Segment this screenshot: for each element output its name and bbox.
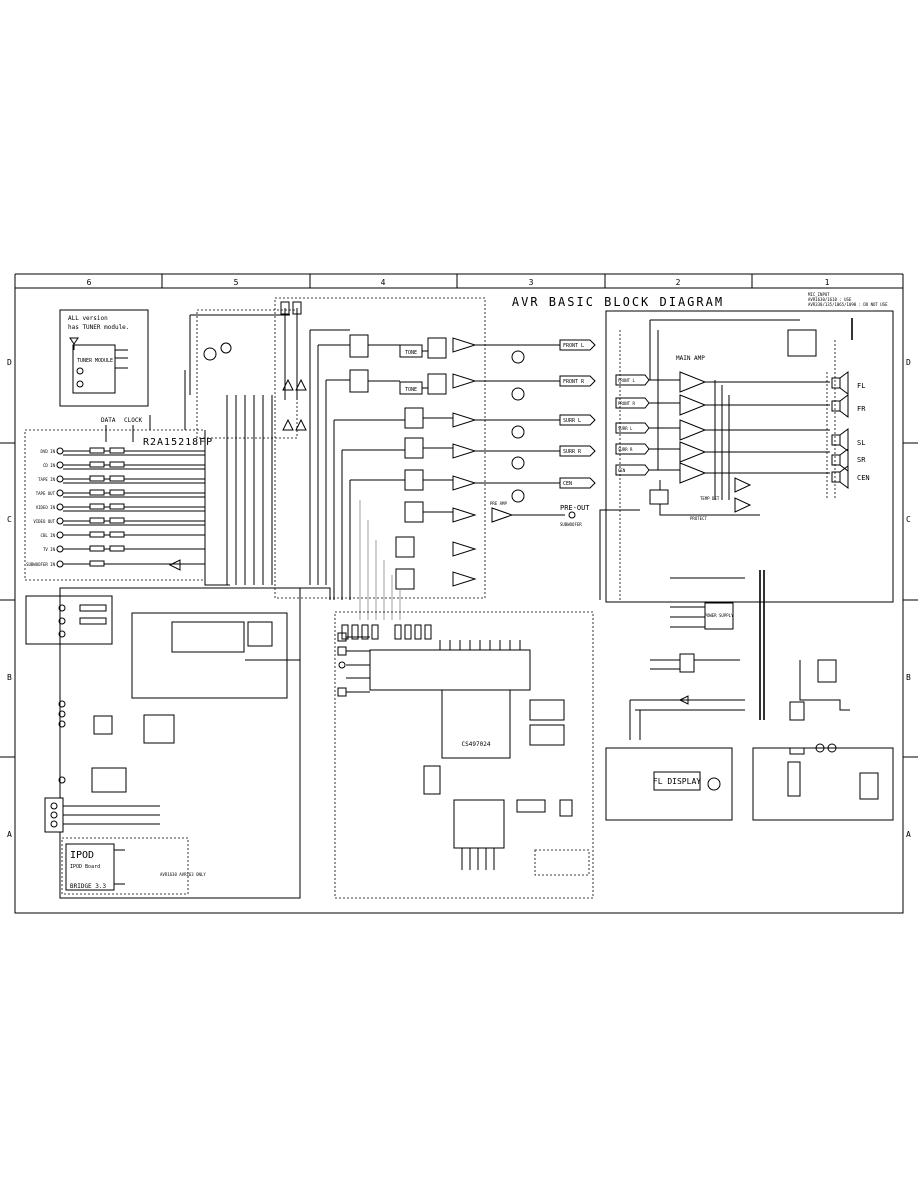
out-surr-l: SURR L (563, 418, 581, 424)
spk-sl: SL (857, 439, 865, 447)
tuner-note-box (59, 309, 149, 407)
row-c-right: C (906, 515, 911, 524)
out-front-l: FRONT L (563, 343, 584, 349)
main-amp-inputs: FRONT L FRONT R SURR L SURR R CEN (615, 374, 650, 476)
r2a-chip-label: R2A15218FP (143, 437, 213, 448)
col-5: 5 (234, 278, 239, 287)
out-front-r: FRONT R (563, 379, 585, 385)
input-label-cd: CD IN (43, 463, 56, 468)
col-3: 3 (529, 278, 534, 287)
mainamp-in-fr: FRONT R (618, 401, 635, 406)
input-label-dvd: DVD IN (41, 449, 56, 454)
tone-label-1: TONE (405, 350, 417, 356)
col-6: 6 (87, 278, 92, 287)
mainamp-in-fl: FRONT L (618, 378, 635, 383)
power-supply-label: POWER SUPPLY (705, 613, 734, 618)
speaker-outputs: FL FR SL SR CEN (831, 371, 870, 489)
row-a-left: A (7, 830, 12, 839)
fl-display-label: FL DISPLAY (653, 777, 701, 786)
tuner-module (72, 344, 116, 394)
header-note-1: MIC_INPUT (808, 292, 830, 297)
row-d-right: D (906, 358, 911, 367)
tone-label-2: TONE (405, 387, 417, 393)
protect-label: PROTECT (690, 516, 707, 521)
input-label-video-out: VIDEO OUT (33, 519, 55, 524)
col-1: 1 (825, 278, 830, 287)
fl-display-region (605, 747, 733, 821)
main-amp-label: MAIN AMP (676, 355, 705, 362)
input-label-tape-out: TAPE OUT (36, 491, 56, 496)
selector-block: TONE TONE (349, 334, 447, 590)
row-d-left: D (7, 358, 12, 367)
dsp-block: CS497024 (369, 649, 590, 876)
tuner-module-label: TUNER MODULE (77, 358, 113, 364)
ipod-board (65, 843, 115, 891)
tuner-note-line2: has TUNER module. (68, 324, 129, 331)
row-b-right: B (906, 673, 911, 682)
ipod-region (61, 837, 189, 895)
spk-fr: FR (857, 405, 866, 413)
bridge-label: BRIDGE 3.3 (70, 883, 107, 890)
header-note-3: AVR330/135/1065/1090 : DO NOT USE (808, 302, 888, 307)
data-bus-label: DATA (101, 417, 116, 424)
out-surr-r: SURR R (563, 449, 582, 455)
col-4: 4 (381, 278, 386, 287)
row-c-left: C (7, 515, 12, 524)
row-b-left: B (7, 673, 12, 682)
input-label-cbl: CBL IN (41, 533, 56, 538)
power-supply: POWER SUPPLY (629, 570, 850, 740)
ipod-board-label: IPOD Board (70, 864, 100, 870)
clock-bus-label: CLOCK (124, 417, 142, 424)
preout-sub-label: SUBWOOFER (560, 522, 582, 527)
header-note-2: AVR1630/1610 : USE (808, 297, 852, 302)
fl-display (653, 771, 701, 791)
main-amp-region (605, 310, 894, 603)
mainamp-in-sr: SURR R (618, 447, 633, 452)
input-label-tape-in: TAPE IN (38, 477, 55, 482)
input-label-video-in: VIDEO IN (36, 505, 56, 510)
temp-det-label: TEMP DET (700, 496, 720, 501)
spk-sr: SR (857, 456, 866, 464)
input-label-tv: TV IN (43, 547, 56, 552)
spk-fl: FL (857, 382, 865, 390)
ipod-only-note: AVR1630 AVR163 ONLY (160, 872, 206, 877)
ipod-label: IPOD (70, 850, 94, 861)
left-input-jacks: DVD IN CD IN TAPE IN TAPE OUT VIDEO IN V… (26, 447, 64, 568)
cs-chip-label: CS497024 (462, 741, 491, 748)
mainamp-in-sl: SURR L (618, 426, 633, 431)
mainamp-in-cen: CEN (618, 468, 626, 473)
out-cen: CEN (563, 481, 572, 487)
front-output-labels: FRONT L FRONT R SURR L SURR R CEN (559, 339, 596, 489)
row-a-right: A (906, 830, 911, 839)
preout-label: PRE-OUT (560, 504, 590, 512)
spk-cen: CEN (857, 474, 870, 482)
tuner-note-line1: ALL version (68, 315, 108, 322)
input-label-sub: SUBWOOFER IN (26, 562, 55, 567)
preamp-label: PRE AMP (490, 501, 507, 506)
col-2: 2 (676, 278, 681, 287)
diagram-title: AVR BASIC BLOCK DIAGRAM (512, 295, 724, 309)
